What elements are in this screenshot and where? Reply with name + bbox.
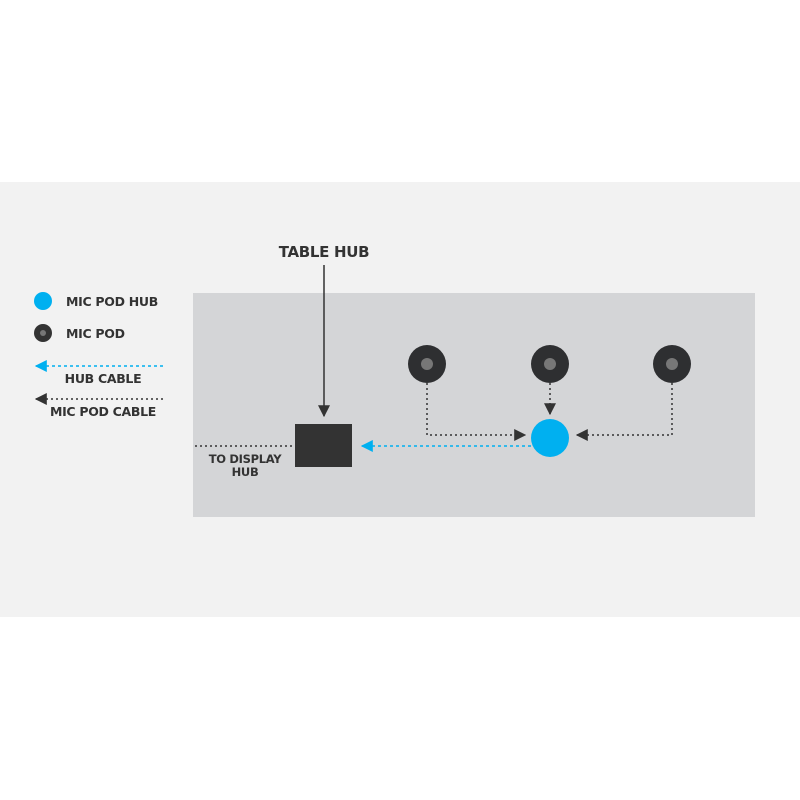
mic-pod-cable-left (426, 383, 527, 441)
legend-mic-pod-label: MIC POD (66, 326, 125, 341)
table-hub (295, 424, 352, 467)
legend-mic-pod-icon-center (40, 330, 46, 336)
mic-pod-center (531, 345, 569, 383)
table-surface (193, 293, 755, 517)
mic-pod-right (653, 345, 691, 383)
to-display-hub-label-line2: HUB (232, 465, 259, 479)
legend-mic-pod-hub-icon (34, 292, 52, 310)
mic-pod-left (408, 345, 446, 383)
table-hub-label: TABLE HUB (279, 243, 370, 261)
legend-hub-cable-label: HUB CABLE (65, 371, 142, 386)
legend-mic-pod-hub-label: MIC POD HUB (66, 294, 158, 309)
to-display-hub-label-line1: TO DISPLAY (209, 452, 283, 466)
legend-mic-pod-cable-label: MIC POD CABLE (50, 404, 156, 419)
mic-pod-cable-right (575, 383, 673, 441)
mic-pod-hub (531, 419, 569, 457)
